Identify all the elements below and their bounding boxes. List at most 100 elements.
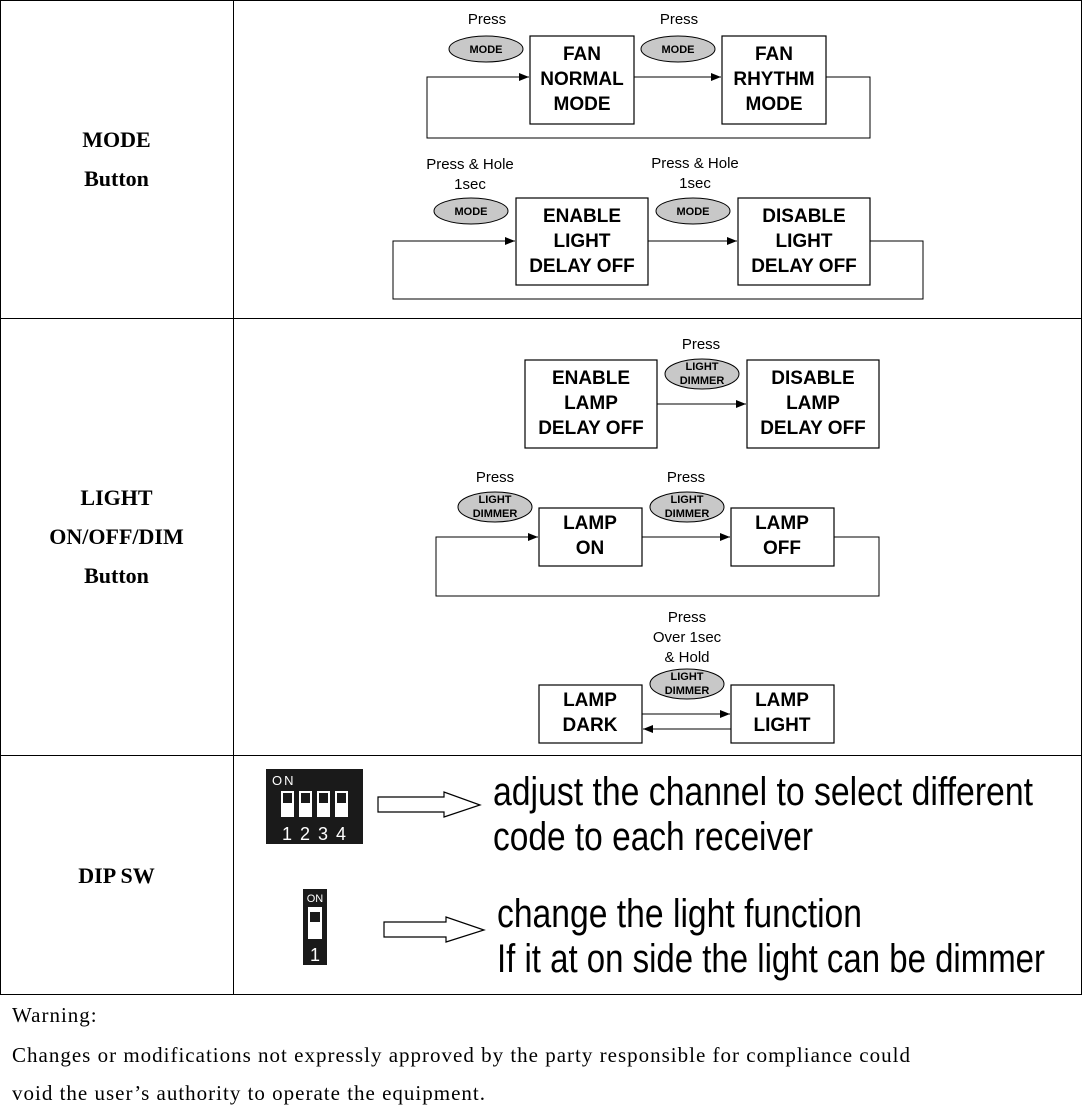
- mode-button-label: MODE: [677, 206, 710, 218]
- press-hold-label: & Hold: [664, 649, 709, 666]
- light-dimmer-button-label: DIMMER: [473, 508, 518, 520]
- press-label: Press: [476, 469, 514, 486]
- state-box-text: NORMAL: [540, 69, 624, 90]
- mode-button-label: MODE: [470, 44, 503, 56]
- row-label-dip-switch: DIP SW: [0, 856, 233, 895]
- state-box-lamp-on: [538, 507, 643, 567]
- return-loop-arrow: [426, 73, 871, 139]
- label-line: ON/OFF/DIM: [49, 524, 184, 549]
- dip-switch-4-position-icon: ON 1 2 3 4: [266, 769, 363, 844]
- state-box-text: RHYTHM: [733, 69, 814, 90]
- state-box-fan-rhythm-mode: [721, 35, 827, 125]
- label-line: DIP SW: [78, 863, 155, 888]
- mode-button-icon: [433, 197, 509, 225]
- dip-number: 1: [310, 945, 320, 965]
- dip-number: 3: [318, 824, 328, 844]
- dip-number: 4: [336, 824, 346, 844]
- return-loop-arrow: [435, 533, 880, 597]
- light-dimmer-button-label: LIGHT: [671, 671, 704, 683]
- row-label-light-button: LIGHT ON/OFF/DIM Button: [0, 478, 233, 595]
- state-box-text: ENABLE: [543, 206, 621, 227]
- dip-1-description-line-1: change the light function: [497, 892, 862, 936]
- state-box-text: LIGHT: [754, 715, 811, 736]
- column-divider: [233, 0, 234, 995]
- state-box-text: MODE: [746, 94, 803, 115]
- lamp-dim-diagram: Press Over 1sec & Hold LIGHT DIMMER LAMP…: [538, 609, 835, 744]
- table-border-bottom: [0, 994, 1082, 995]
- label-line: Button: [84, 166, 149, 191]
- row-label-mode-button: MODE Button: [0, 120, 233, 198]
- state-box-text: DELAY OFF: [538, 418, 644, 439]
- press-hold-label: Press: [668, 609, 706, 626]
- state-box-text: LIGHT: [554, 231, 611, 252]
- state-box-disable-lamp-delay-off: [746, 359, 880, 449]
- dip-switch-single-icon: ON 1: [303, 889, 327, 965]
- warning-text-line-2: void the user’s authority to operate the…: [12, 1081, 487, 1105]
- press-hold-label: Press & Hole: [651, 155, 739, 172]
- dip-4-description-line-1: adjust the channel to select different: [493, 770, 1033, 814]
- mode-button-icon: [640, 35, 716, 63]
- light-dimmer-button-label: LIGHT: [686, 361, 719, 373]
- press-label: Press: [682, 336, 720, 353]
- light-dimmer-button-label: DIMMER: [665, 685, 710, 697]
- mode-button-label: MODE: [455, 206, 488, 218]
- state-box-text: LAMP: [755, 690, 809, 711]
- dip-number: 2: [300, 824, 310, 844]
- light-dimmer-button-label: LIGHT: [479, 494, 512, 506]
- light-dimmer-button-label: LIGHT: [671, 494, 704, 506]
- diagram-canvas: Press MODE Press MODE FAN NORMAL MODE FA…: [266, 11, 1045, 981]
- state-box-disable-light-delay-off: [737, 197, 871, 286]
- state-box-text: MODE: [554, 94, 611, 115]
- dip-knob: [301, 793, 310, 803]
- light-dimmer-button-icon: [664, 358, 740, 390]
- row-divider-1: [0, 318, 1082, 319]
- dip-knob: [283, 793, 292, 803]
- mode-button-label: MODE: [662, 44, 695, 56]
- label-line: LIGHT: [80, 485, 153, 510]
- dip-4-description-line-2: code to each receiver: [493, 815, 813, 859]
- state-box-text: LIGHT: [776, 231, 833, 252]
- state-box-text: DISABLE: [762, 206, 845, 227]
- state-box-text: OFF: [763, 538, 801, 559]
- state-box-lamp-light: [730, 684, 835, 744]
- state-box-text: DELAY OFF: [751, 256, 857, 277]
- state-box-text: LAMP: [563, 690, 617, 711]
- light-dimmer-button-icon: [649, 491, 725, 523]
- dip-1-description-line-2: If it at on side the light can be dimmer: [497, 937, 1045, 981]
- lamp-delay-diagram: Press LIGHT DIMMER ENABLE LAMP DELAY OFF…: [524, 336, 880, 449]
- state-box-text: DARK: [563, 715, 618, 736]
- dip-knob: [310, 912, 320, 922]
- dip-knob: [319, 793, 328, 803]
- state-box-fan-normal-mode: [529, 35, 635, 125]
- press-label: Press: [660, 11, 698, 28]
- state-box-text: DISABLE: [771, 368, 854, 389]
- light-delay-toggle-diagram: Press & Hole 1sec MODE Press & Hole 1sec…: [392, 155, 924, 300]
- press-label: Press: [667, 469, 705, 486]
- dip-knob: [337, 793, 346, 803]
- table-border-top: [0, 0, 1082, 1]
- mode-button-icon: [655, 197, 731, 225]
- state-box-text: LAMP: [564, 393, 618, 414]
- state-box-text: FAN: [563, 44, 601, 65]
- light-dimmer-button-icon: [457, 491, 533, 523]
- state-box-text: LAMP: [786, 393, 840, 414]
- fan-mode-cycle-diagram: Press MODE Press MODE FAN NORMAL MODE FA…: [426, 11, 871, 139]
- state-box-enable-light-delay-off: [515, 197, 649, 286]
- state-box-lamp-dark: [538, 684, 643, 744]
- press-hold-label: 1sec: [454, 176, 486, 193]
- state-box-text: FAN: [755, 44, 793, 65]
- state-box-text: ON: [576, 538, 605, 559]
- dip-switch-on-label: ON: [272, 773, 296, 788]
- state-box-text: LAMP: [755, 513, 809, 534]
- return-loop-arrow: [392, 237, 924, 300]
- table-border-left: [0, 0, 1, 995]
- mode-button-icon: [448, 35, 524, 63]
- state-box-text: LAMP: [563, 513, 617, 534]
- state-box-text: DELAY OFF: [529, 256, 635, 277]
- dip-switch-on-label: ON: [307, 893, 324, 905]
- warning-title: Warning:: [12, 1003, 98, 1027]
- lamp-on-off-cycle-diagram: Press LIGHT DIMMER Press LIGHT DIMMER LA…: [435, 469, 880, 597]
- light-dimmer-button-label: DIMMER: [680, 375, 725, 387]
- state-box-lamp-off: [730, 507, 835, 567]
- light-dimmer-button-label: DIMMER: [665, 508, 710, 520]
